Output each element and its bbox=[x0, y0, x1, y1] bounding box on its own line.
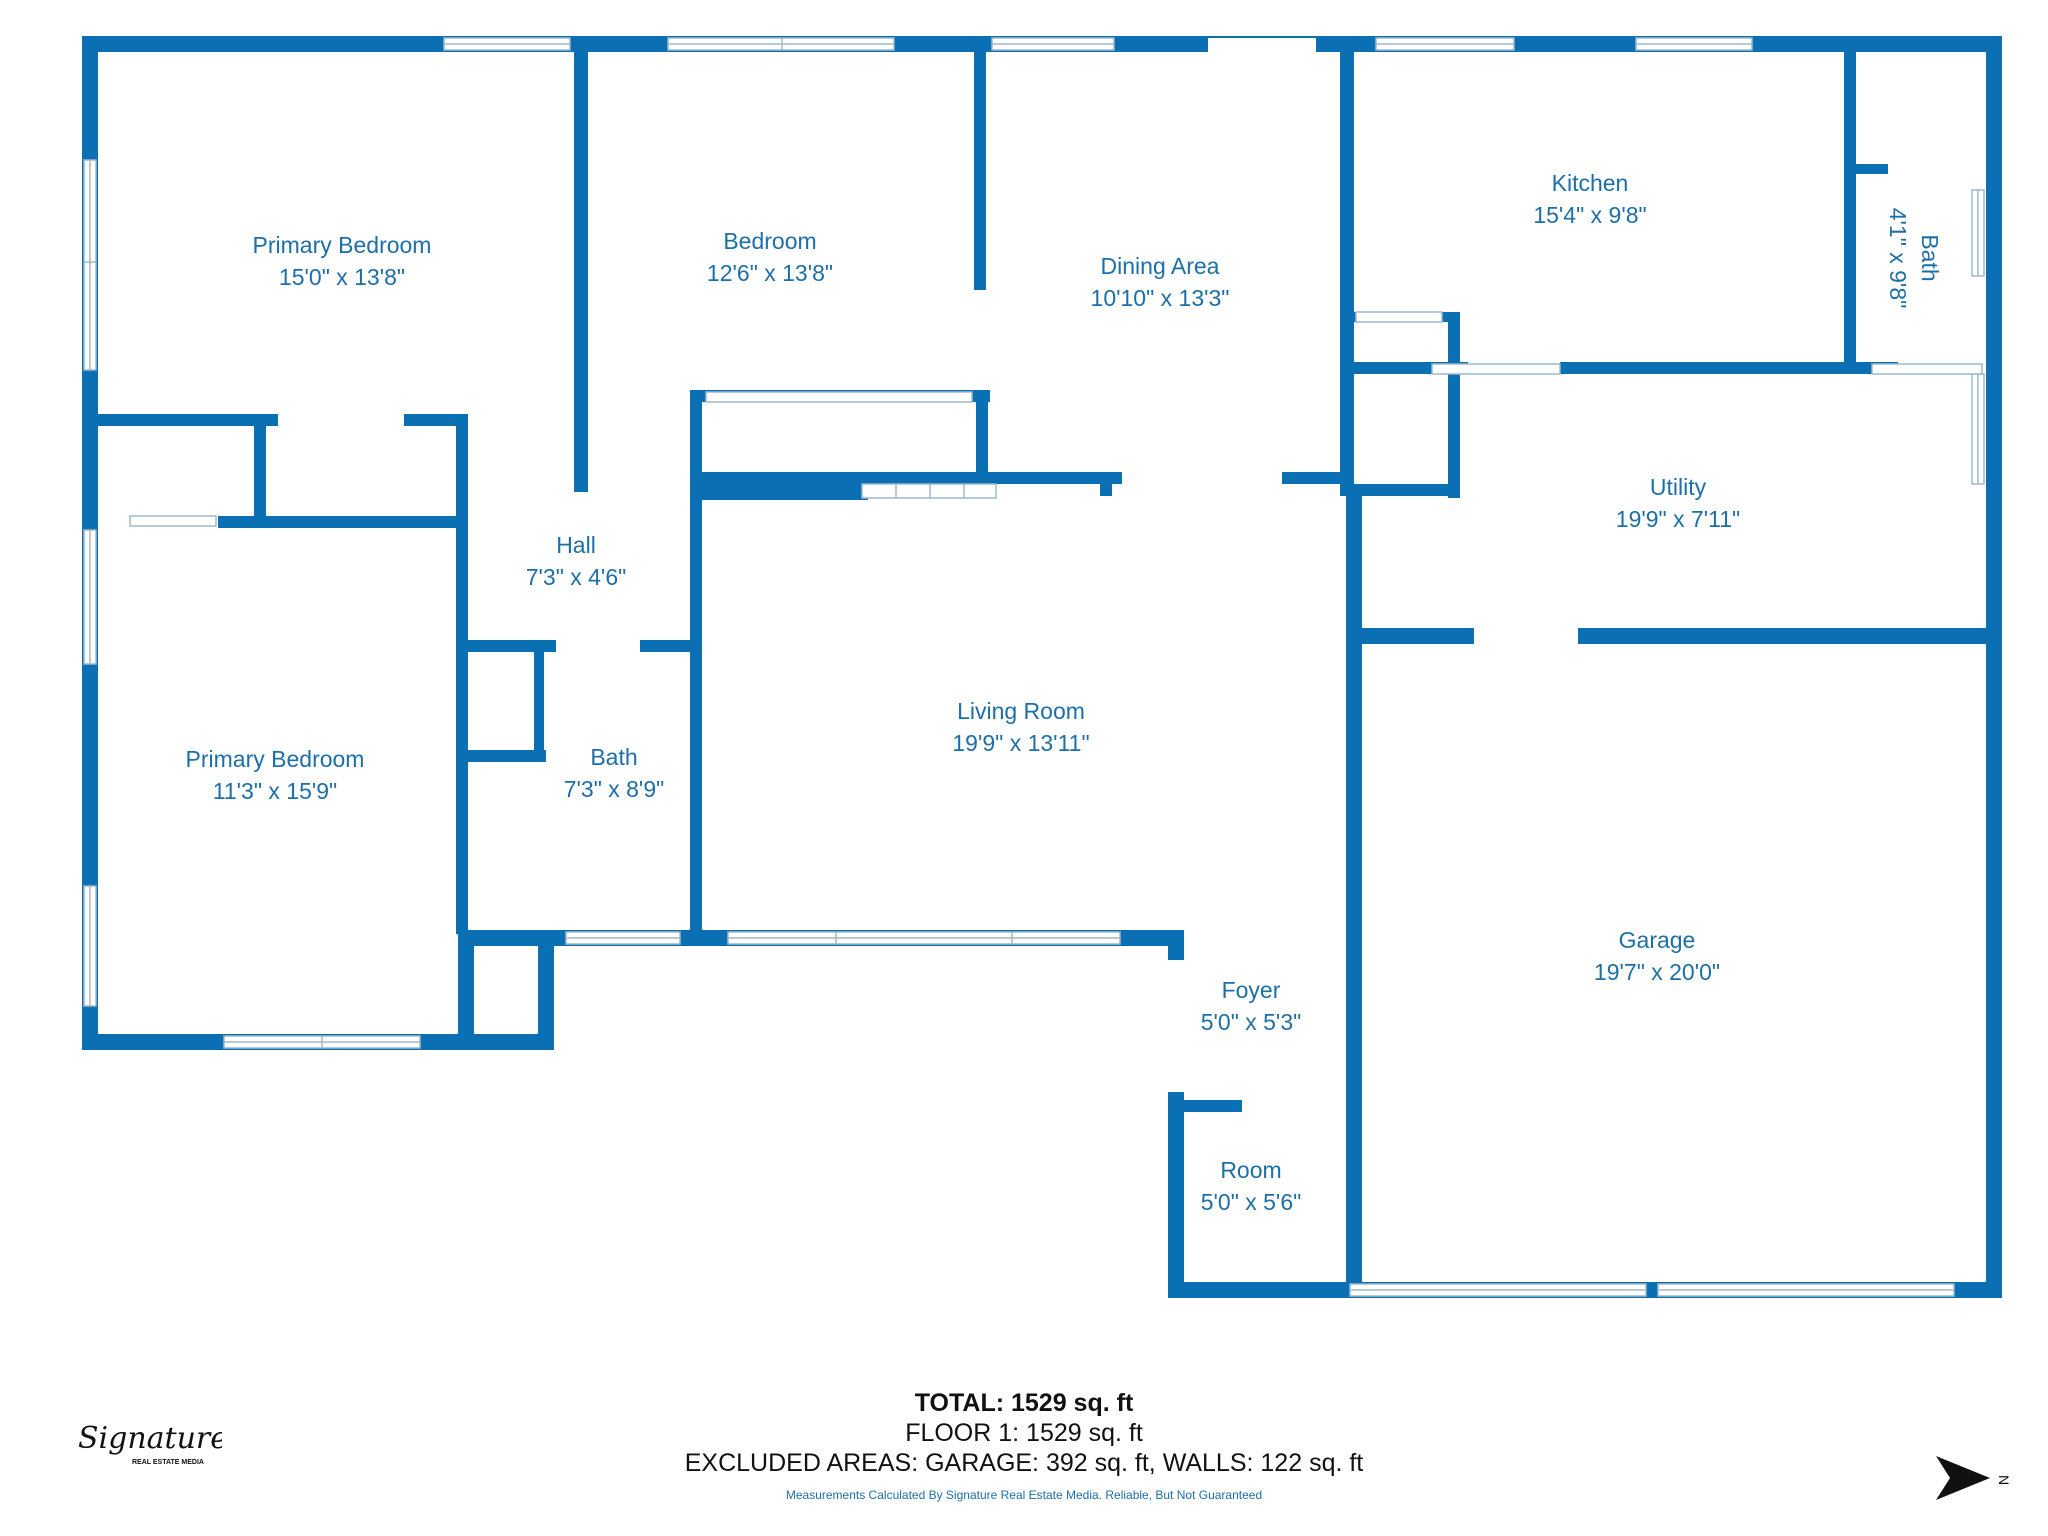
room-label: Living Room 19'9" x 13'11" bbox=[952, 695, 1089, 759]
floor-area: FLOOR 1: 1529 sq. ft bbox=[905, 1419, 1143, 1447]
room-dims: 19'9" x 7'11" bbox=[1615, 506, 1741, 532]
room-label: Primary Bedroom 11'3" x 15'9" bbox=[186, 743, 365, 807]
logo-sub: REAL ESTATE MEDIA bbox=[132, 1459, 204, 1466]
room-name: Foyer bbox=[1221, 977, 1281, 1003]
signature-logo: Signature REAL ESTATE MEDIA bbox=[78, 1421, 222, 1466]
room-label: Primary Bedroom 15'0" x 13'8" bbox=[253, 229, 432, 293]
disclaimer: Measurements Calculated By Signature Rea… bbox=[785, 1488, 1263, 1502]
north-label: N bbox=[1996, 1475, 2012, 1485]
north-arrow-icon: N bbox=[1936, 1456, 2012, 1500]
room-dims: 12'6" x 13'8" bbox=[706, 260, 834, 286]
room-label: Hall 7'3" x 4'6" bbox=[526, 529, 627, 593]
room-dims: 7'3" x 4'6" bbox=[525, 564, 627, 590]
room-dims: 5'0" x 5'6" bbox=[1200, 1189, 1302, 1215]
room-dims: 19'9" x 13'11" bbox=[952, 730, 1090, 756]
room-label: Garage 19'7" x 20'0" bbox=[1594, 924, 1720, 988]
room-dims: 11'3" x 15'9" bbox=[212, 778, 338, 804]
room-name: Room bbox=[1220, 1157, 1282, 1183]
room-name: Bath bbox=[590, 744, 638, 770]
room-label: Bedroom 12'6" x 13'8" bbox=[707, 225, 833, 289]
excluded-areas: EXCLUDED AREAS: GARAGE: 392 sq. ft, WALL… bbox=[684, 1449, 1364, 1477]
room-label: Bath 7'3" x 8'9" bbox=[564, 741, 665, 805]
logo-script: Signature bbox=[78, 1421, 222, 1456]
room-dims: 5'0" x 5'3" bbox=[1200, 1009, 1302, 1035]
room-label: Room 5'0" x 5'6" bbox=[1201, 1154, 1302, 1218]
room-label: Foyer 5'0" x 5'3" bbox=[1201, 974, 1302, 1038]
room-name: Garage bbox=[1618, 927, 1696, 953]
room-name: Living Room bbox=[957, 698, 1085, 724]
windows bbox=[83, 37, 1985, 1297]
room-dims: 10'10" x 13'3" bbox=[1090, 285, 1230, 311]
room-name: Kitchen bbox=[1551, 170, 1629, 196]
room-dims: 15'0" x 13'8" bbox=[278, 264, 406, 290]
room-name: Dining Area bbox=[1100, 253, 1220, 279]
room-dims: 15'4" x 9'8" bbox=[1533, 202, 1647, 228]
room-name: Primary Bedroom bbox=[252, 232, 432, 258]
walls bbox=[82, 36, 2002, 1298]
room-name: Utility bbox=[1649, 474, 1707, 500]
room-name: Primary Bedroom bbox=[185, 746, 365, 772]
room-name: Bath bbox=[1917, 234, 1943, 282]
total-area: TOTAL: 1529 sq. ft bbox=[914, 1389, 1134, 1417]
area-summary: TOTAL: 1529 sq. ft FLOOR 1: 1529 sq. ft … bbox=[0, 1388, 2048, 1502]
room-dims: 7'3" x 8'9" bbox=[563, 776, 665, 802]
room-label: Dining Area 10'10" x 13'3" bbox=[1091, 250, 1230, 314]
room-name: Bedroom bbox=[723, 228, 817, 254]
room-dims: 4'1" x 9'8" bbox=[1885, 207, 1911, 309]
room-dims: 19'7" x 20'0" bbox=[1593, 959, 1721, 985]
room-label: Bath 4'1" x 9'8" bbox=[1882, 208, 1946, 309]
room-label: Kitchen 15'4" x 9'8" bbox=[1533, 167, 1646, 231]
room-label: Utility 19'9" x 7'11" bbox=[1616, 471, 1740, 535]
room-name: Hall bbox=[556, 532, 596, 558]
